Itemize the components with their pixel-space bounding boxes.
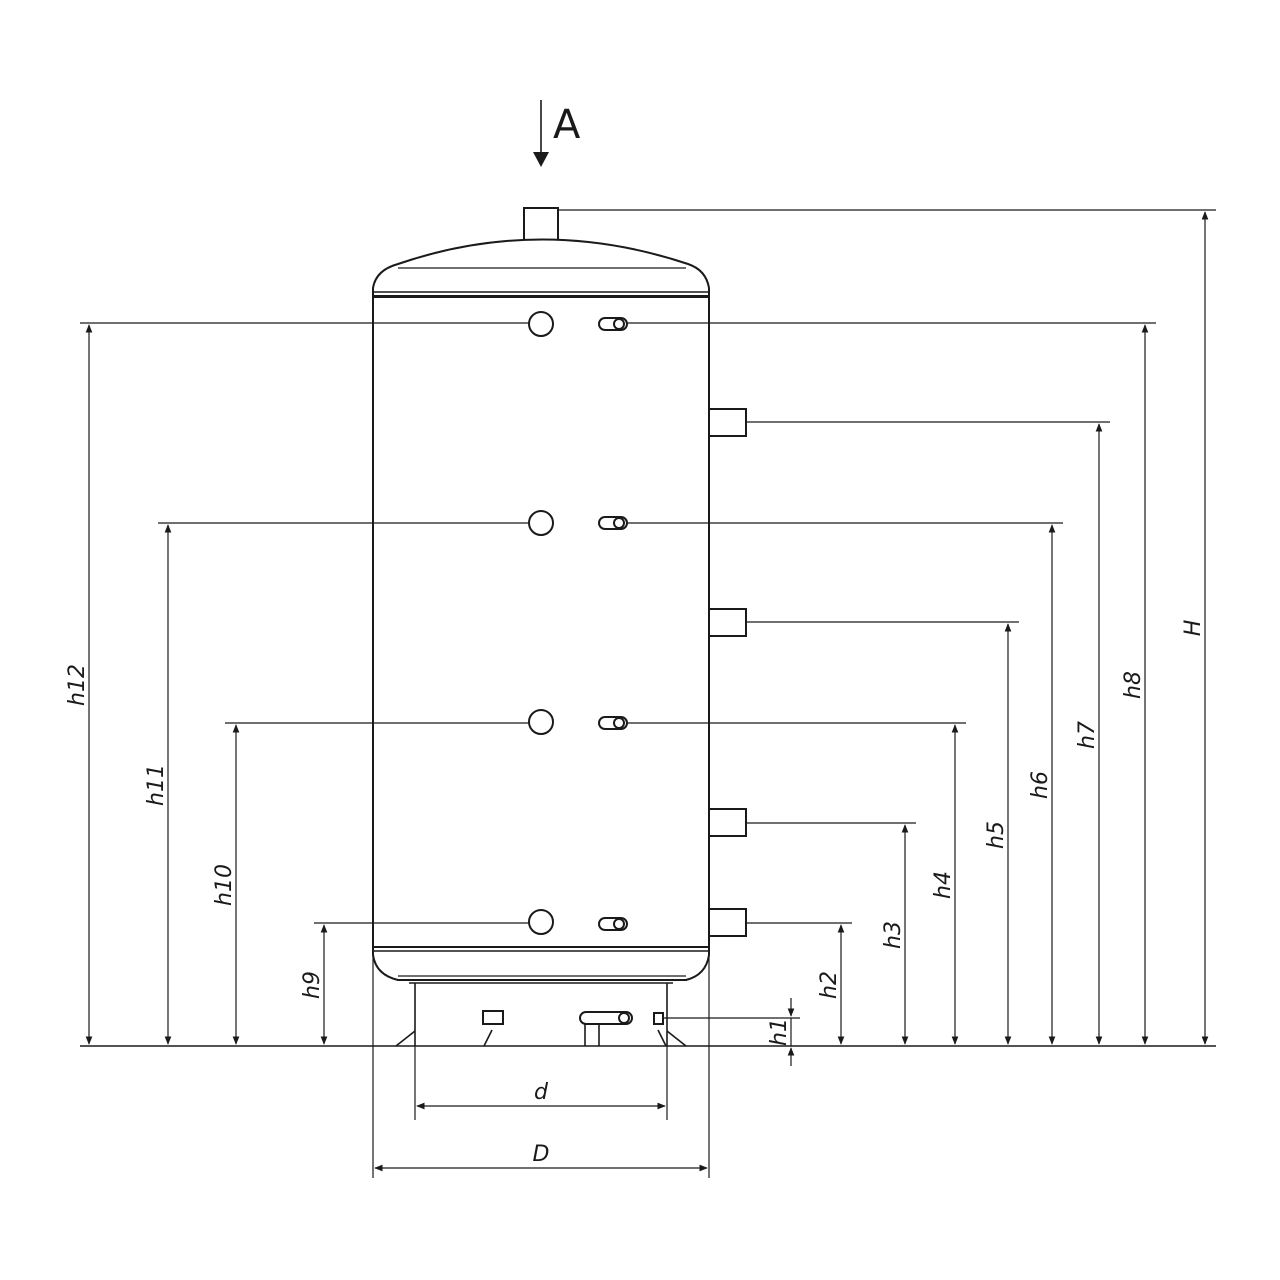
side-nozzle	[708, 808, 747, 837]
bottom-dome	[372, 946, 710, 981]
dimension-lines-right	[787, 211, 1209, 1066]
label-H: H	[1181, 620, 1206, 637]
base-inspection-port	[482, 1010, 504, 1025]
label-h6: h6	[1028, 771, 1053, 799]
tank	[372, 207, 710, 1047]
port-circle	[528, 311, 554, 337]
extension-lines-left	[80, 322, 529, 924]
label-h1: h1	[767, 1018, 792, 1046]
label-D: D	[533, 1142, 550, 1167]
dimension-lines-bottom	[372, 947, 710, 1178]
label-h12: h12	[65, 664, 90, 706]
view-arrow-a: A	[533, 100, 581, 167]
label-h9: h9	[300, 971, 325, 999]
side-nozzle	[708, 908, 747, 937]
label-h5: h5	[984, 821, 1009, 849]
label-h2: h2	[817, 971, 842, 999]
tank-shell	[372, 296, 710, 948]
port-circle	[528, 709, 554, 735]
label-h11: h11	[144, 764, 169, 806]
port-circle	[528, 510, 554, 536]
label-d: d	[534, 1080, 549, 1105]
dimension-labels: H h8 h7 h6 h5 h4 h3 h2 h1 h12 h11 h10 h9…	[65, 620, 1206, 1167]
top-nozzle	[523, 207, 559, 241]
label-h4: h4	[931, 871, 956, 899]
label-h3: h3	[881, 921, 906, 949]
side-nozzles	[708, 408, 747, 937]
side-nozzle	[708, 608, 747, 637]
dimension-lines-left	[85, 324, 328, 1045]
view-arrow-head-icon	[533, 152, 549, 167]
label-h7: h7	[1075, 721, 1100, 749]
side-nozzle	[708, 408, 747, 437]
front-ports	[528, 311, 628, 935]
label-h8: h8	[1121, 671, 1146, 699]
view-label: A	[553, 102, 581, 148]
extension-lines-right	[558, 209, 1216, 1019]
label-h10: h10	[212, 864, 237, 906]
drain-valve	[653, 1012, 664, 1025]
port-circle	[528, 909, 554, 935]
